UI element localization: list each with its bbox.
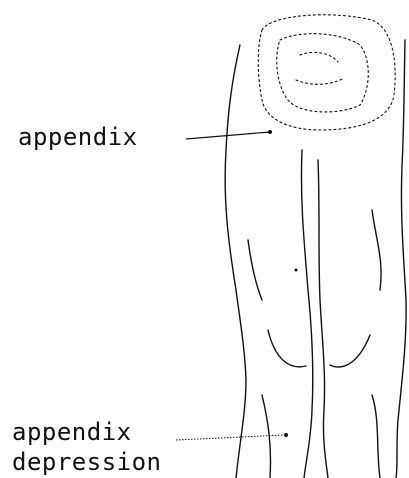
thigh-line-left <box>248 240 262 300</box>
appendix-region-dotted <box>258 15 395 130</box>
left-outer-contour <box>225 45 246 478</box>
appendix-depression-label-line2: depression <box>12 449 162 475</box>
inner-leg-line-right <box>318 160 328 478</box>
calf-line-left <box>262 395 271 478</box>
appendix-depression-leader-line <box>176 435 284 440</box>
thigh-line-right <box>372 210 381 290</box>
knee-curve-left <box>268 330 306 367</box>
appendix-depression-label-line1: appendix <box>12 419 132 445</box>
appendix-pointer-dot <box>268 130 272 134</box>
knee-curve-right <box>330 335 370 367</box>
appendix-depression-pointer-dot <box>284 433 288 437</box>
calf-line-right <box>372 395 380 478</box>
right-outer-contour <box>396 40 406 478</box>
appendix-label: appendix <box>18 124 138 150</box>
inner-leg-line-left <box>301 150 312 478</box>
appendix-leader-line <box>186 132 270 139</box>
small-mark-dot <box>295 269 298 272</box>
